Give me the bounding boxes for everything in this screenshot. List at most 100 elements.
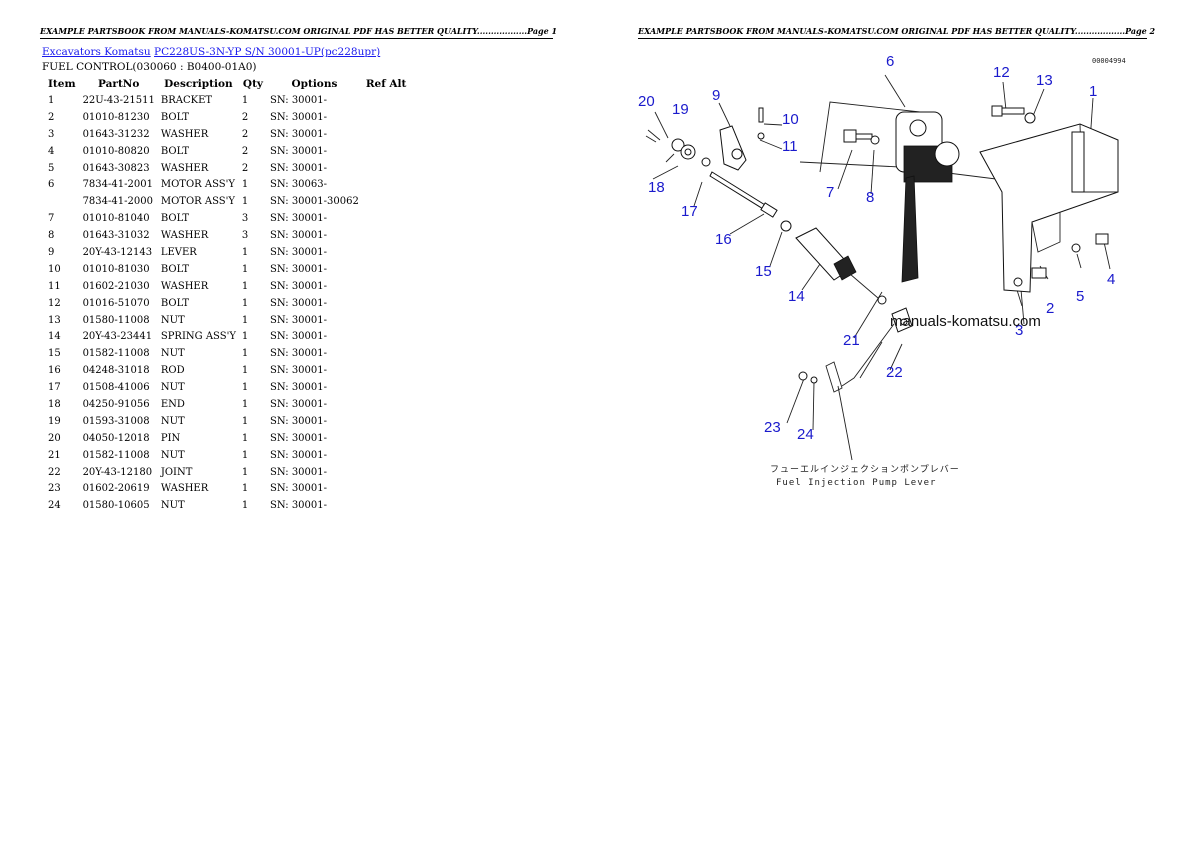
- cell-refalt: [362, 176, 411, 193]
- cell-description: JOINT: [160, 466, 193, 478]
- cell-refalt: [362, 126, 411, 143]
- cell-item: 16: [48, 365, 61, 377]
- cell-item: 5: [48, 162, 55, 174]
- cell-description: NUT: [160, 415, 185, 427]
- cell-refalt: [362, 328, 411, 345]
- cell-options: SN: 30001-: [270, 365, 328, 377]
- cell-partno: 01010-81040: [82, 213, 150, 225]
- cell-description: BOLT: [160, 145, 190, 157]
- cell-partno: 01010-81030: [82, 263, 150, 275]
- cell-description: WASHER: [160, 280, 209, 292]
- cell-description: NUT: [160, 348, 185, 360]
- cell-partno: 20Y-43-12180: [82, 466, 153, 478]
- breadcrumb-link-model[interactable]: PC228US-3N-YP S/N 30001-UP(pc228upr): [154, 46, 381, 58]
- col-header-qty: Qty: [242, 78, 264, 90]
- cell-options: SN: 30001-: [270, 483, 328, 495]
- section-title: FUEL CONTROL(030060 : B0400-01A0): [42, 61, 257, 73]
- cell-partno: 7834-41-2000: [82, 196, 153, 208]
- cell-options: SN: 30001-: [270, 500, 328, 512]
- cell-partno: 01643-31032: [82, 230, 150, 242]
- cell-partno: 01010-81230: [82, 111, 150, 123]
- cell-options: SN: 30001-: [270, 94, 328, 106]
- cell-description: BOLT: [160, 297, 190, 309]
- cell-qty: 1: [241, 348, 249, 360]
- cell-item: 2: [48, 111, 55, 123]
- cell-qty: 1: [241, 398, 249, 410]
- cell-refalt: [362, 480, 411, 497]
- cell-options: SN: 30001-: [270, 382, 328, 394]
- cell-description: LEVER: [160, 246, 197, 258]
- col-header-item: Item: [48, 78, 76, 90]
- cell-refalt: [362, 362, 411, 379]
- callout-9: 9: [712, 87, 720, 104]
- cell-options: SN: 30001-: [270, 128, 328, 140]
- cell-item: 7: [48, 213, 55, 225]
- cell-partno: 04050-12018: [82, 432, 150, 444]
- cell-qty: 1: [241, 179, 249, 191]
- cell-partno: 04250-91056: [82, 398, 150, 410]
- callout-23: 23: [764, 419, 781, 436]
- cell-qty: 1: [241, 449, 249, 461]
- page1-header: EXAMPLE PARTSBOOK FROM MANUALS-KOMATSU.C…: [40, 26, 557, 39]
- cell-item: 4: [48, 145, 55, 157]
- breadcrumb-link-excavators[interactable]: Excavators Komatsu: [42, 46, 151, 58]
- cell-description: PIN: [160, 432, 181, 444]
- callout-14: 14: [788, 288, 805, 305]
- callout-22: 22: [886, 364, 903, 381]
- caption-english: Fuel Injection Pump Lever: [776, 478, 936, 488]
- cell-item: 13: [48, 314, 61, 326]
- callout-5: 5: [1076, 288, 1084, 305]
- cell-refalt: [362, 160, 411, 177]
- cell-qty: 1: [241, 297, 249, 309]
- cell-partno: 22U-43-21511: [82, 94, 155, 106]
- cell-description: NUT: [160, 314, 185, 326]
- cell-options: SN: 30001-: [270, 314, 328, 326]
- cell-refalt: [362, 278, 411, 295]
- cell-description: MOTOR ASS'Y: [160, 179, 235, 191]
- cell-partno: 01593-31008: [82, 415, 150, 427]
- cell-partno: 01602-21030: [82, 280, 150, 292]
- callout-16: 16: [715, 231, 732, 248]
- cell-partno: 7834-41-2001: [82, 179, 153, 191]
- cell-partno: 01582-11008: [82, 449, 150, 461]
- callout-19: 19: [672, 101, 689, 118]
- cell-qty: 1: [241, 500, 249, 512]
- cell-partno: 20Y-43-12143: [82, 246, 153, 258]
- cell-item: 10: [48, 263, 61, 275]
- cell-options: SN: 30001-: [270, 297, 328, 309]
- cell-qty: 1: [241, 246, 249, 258]
- cell-item: 1: [48, 94, 55, 106]
- cell-item: 6: [48, 179, 55, 191]
- cell-options: SN: 30001-: [270, 162, 328, 174]
- callout-6: 6: [886, 53, 894, 70]
- cell-description: ROD: [160, 365, 185, 377]
- table-header-row: Item PartNo Description Qty Options Ref …: [44, 76, 410, 92]
- cell-options: SN: 30001-: [270, 280, 328, 292]
- cell-options: SN: 30001-: [270, 449, 328, 461]
- cell-refalt: [362, 261, 411, 278]
- callout-13: 13: [1036, 72, 1053, 89]
- parts-table: Item PartNo Description Qty Options Ref …: [44, 76, 410, 514]
- cell-item: 3: [48, 128, 55, 140]
- cell-description: NUT: [160, 449, 185, 461]
- breadcrumb: Excavators Komatsu PC228US-3N-YP S/N 300…: [42, 46, 380, 58]
- cell-item: 21: [48, 449, 61, 461]
- cell-description: NUT: [160, 382, 185, 394]
- cell-qty: 1: [241, 280, 249, 292]
- exploded-parts-diagram: 00004994: [638, 53, 1126, 488]
- cell-description: MOTOR ASS'Y: [160, 196, 235, 208]
- cell-item: 9: [48, 246, 55, 258]
